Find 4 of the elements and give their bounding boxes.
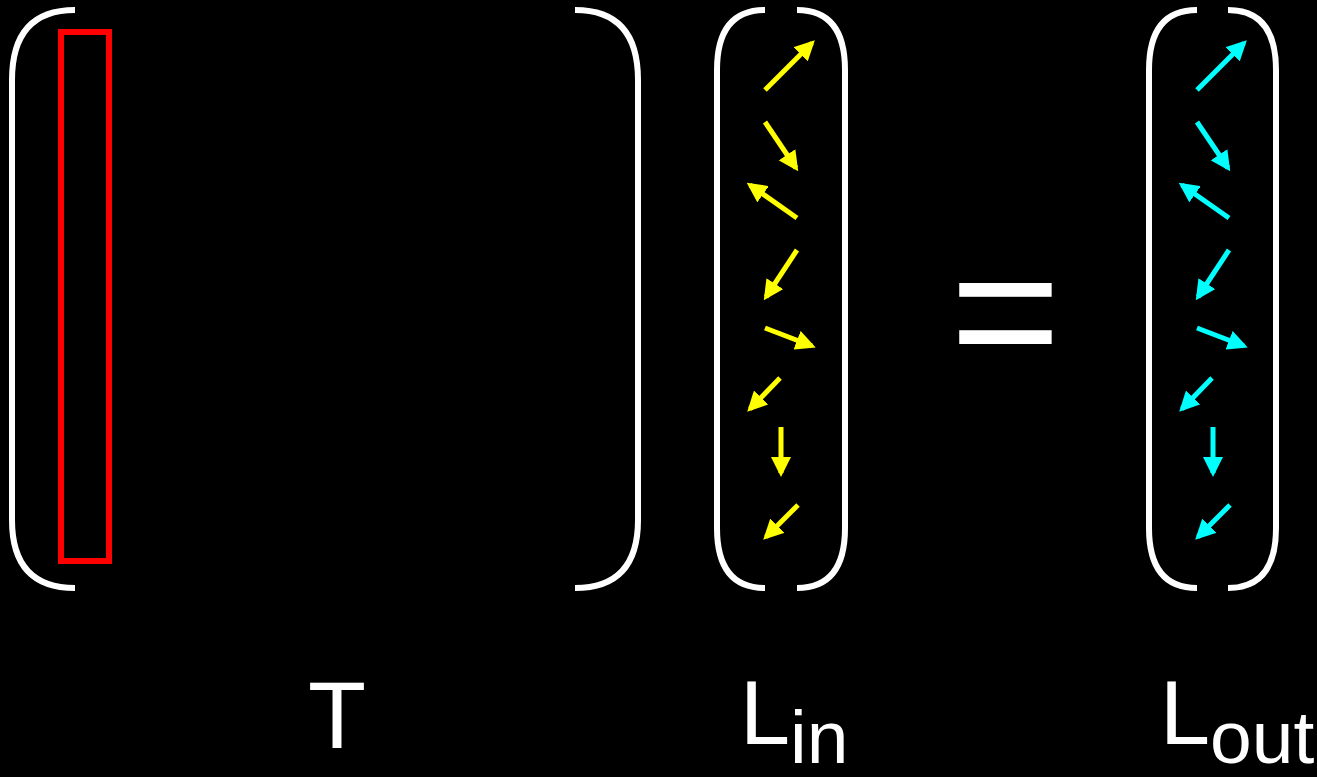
- matrix-label: T: [308, 668, 367, 763]
- vector-label: L$_{out}$: [1160, 668, 1315, 775]
- vector-label: L$_{in}$: [740, 668, 849, 775]
- equals-sign: =: [950, 215, 1061, 405]
